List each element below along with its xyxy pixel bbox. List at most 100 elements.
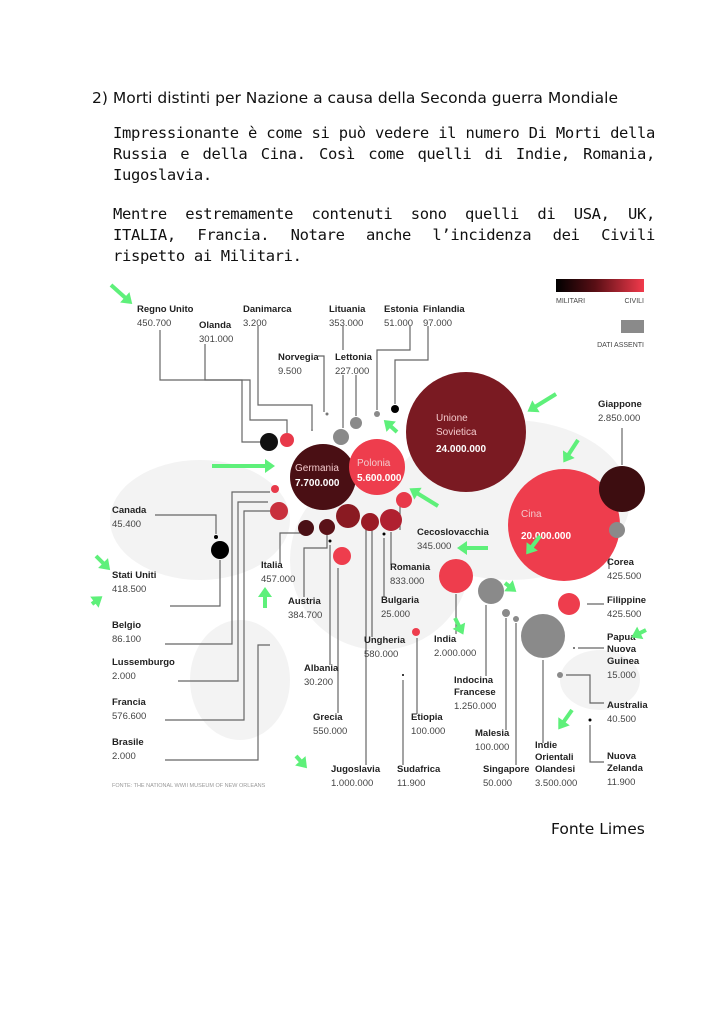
- green-arrow-icon: [90, 596, 103, 608]
- bubbles: Germania7.700.000Polonia5.600.000UnioneS…: [211, 372, 645, 722]
- country-name: Corea: [607, 557, 635, 568]
- country-bubble: [478, 578, 504, 604]
- country-name: Papua: [607, 632, 636, 643]
- green-arrow-icon: [526, 534, 542, 555]
- country-value: 51.000: [384, 318, 413, 329]
- country-value: 100.000: [411, 726, 445, 737]
- country-bubble: [402, 674, 404, 676]
- country-bubble: [573, 647, 575, 649]
- country-name: Francia: [112, 697, 147, 708]
- country-value: 353.000: [329, 318, 363, 329]
- legend-no-data: DATI ASSENTI: [597, 342, 644, 349]
- leader-line: [566, 674, 604, 704]
- legend: MILITARI CIVILI DATI ASSENTI: [556, 279, 644, 349]
- country-bubble: [396, 492, 412, 508]
- country-bubble: [391, 405, 399, 413]
- country-value: 580.000: [364, 649, 398, 660]
- country-name: Finlandia: [423, 304, 465, 315]
- green-arrow-icon: [457, 541, 488, 555]
- bubble-label-unione-sovietica: Unione: [436, 413, 468, 424]
- country-value: 2.000: [112, 671, 136, 682]
- country-name: Olandesi: [535, 764, 575, 775]
- country-label-estonia: Estonia 51.000: [384, 304, 419, 329]
- country-bubble: [325, 412, 329, 416]
- country-bubble: [558, 593, 580, 615]
- country-bubble: [502, 609, 510, 617]
- country-value: 97.000: [423, 318, 452, 329]
- country-bubble: [336, 504, 360, 528]
- country-name: Orientali: [535, 752, 574, 763]
- country-bubble: [513, 616, 519, 622]
- green-arrow-icon: [294, 754, 308, 769]
- country-bubble: [298, 520, 314, 536]
- country-value: 457.000: [261, 574, 295, 585]
- bubble-value-cina: 20.000.000: [521, 531, 571, 542]
- country-name: Malesia: [475, 728, 510, 739]
- country-value: 30.200: [304, 677, 333, 688]
- country-name: Indie: [535, 740, 557, 751]
- leader-line: [155, 514, 217, 534]
- bubble-cina: [508, 469, 620, 581]
- country-name: Norvegia: [278, 352, 319, 363]
- green-arrow-icon: [94, 554, 111, 571]
- country-label-finlandia: Finlandia 97.000: [423, 304, 465, 329]
- country-name: Brasile: [112, 737, 144, 748]
- leader-line: [170, 560, 221, 607]
- green-arrows: [90, 283, 647, 769]
- document-heading: 2) Morti distinti per Nazione a causa de…: [92, 89, 619, 107]
- country-bubble: [311, 429, 313, 431]
- country-name: Singapore: [483, 764, 529, 775]
- country-label-brasile: Brasile 2.000: [112, 737, 144, 762]
- country-name: India: [434, 634, 457, 645]
- bubble-value-unione-sovietica: 24.000.000: [436, 444, 486, 455]
- country-bubble: [350, 417, 362, 429]
- country-value: 3.200: [243, 318, 267, 329]
- country-value: 2.000: [112, 751, 136, 762]
- country-value: 345.000: [417, 541, 451, 552]
- leader-line: [204, 344, 288, 433]
- country-value: 2.000.000: [434, 648, 476, 659]
- country-value: 86.100: [112, 634, 141, 645]
- country-bubble: [271, 485, 279, 493]
- paragraph-2: Mentre estremamente contenuti sono quell…: [113, 205, 655, 265]
- country-name: Nuova: [607, 751, 637, 762]
- country-bubble: [521, 614, 565, 658]
- country-name: Canada: [112, 505, 147, 516]
- country-name: Zelanda: [607, 763, 644, 774]
- leader-line: [376, 326, 411, 410]
- country-name: Australia: [607, 700, 648, 711]
- country-name: Albania: [304, 663, 339, 674]
- bubble-unione-sovietica: [406, 372, 526, 492]
- country-bubble: [260, 433, 278, 451]
- country-bubble: [214, 535, 218, 539]
- country-value: 384.700: [288, 610, 322, 621]
- leader-line: [318, 355, 325, 412]
- green-arrow-icon: [109, 283, 133, 305]
- green-arrow-icon: [409, 487, 440, 508]
- country-name: Belgio: [112, 620, 141, 631]
- bubble-value-germania: 7.700.000: [295, 478, 340, 489]
- country-value: 576.600: [112, 711, 146, 722]
- bubble-value-polonia: 5.600.000: [357, 473, 402, 484]
- country-name: Filippine: [607, 595, 646, 606]
- footer-source: Fonte Limes: [551, 820, 645, 838]
- country-name: Olanda: [199, 320, 232, 331]
- country-bubble: [328, 539, 332, 543]
- country-name: Estonia: [384, 304, 419, 315]
- country-name: Regno Unito: [137, 304, 194, 315]
- country-value: 833.000: [390, 576, 424, 587]
- leader-line: [165, 491, 270, 645]
